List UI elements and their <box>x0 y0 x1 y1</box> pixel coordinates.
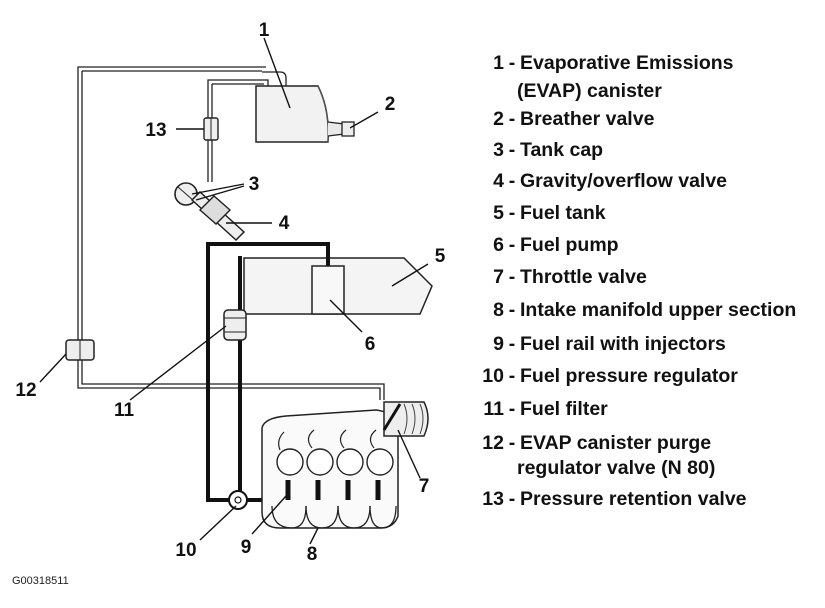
legend-num: 13 <box>482 488 504 510</box>
throttle-valve <box>382 401 429 437</box>
evap-canister <box>255 85 345 143</box>
breather-valve <box>341 121 355 137</box>
callout-10: 10 <box>175 540 196 561</box>
legend-item-1: 1-Evaporative Emissions <box>470 51 734 75</box>
legend-dash: - <box>508 170 516 192</box>
legend-num: 1 <box>493 52 504 74</box>
legend-text: Throttle valve <box>520 266 647 288</box>
purge-regulator-valve <box>65 339 95 361</box>
legend-text: Gravity/overflow valve <box>520 170 728 192</box>
legend-item-3: 3-Tank cap <box>470 138 603 162</box>
legend-num: 10 <box>482 365 504 387</box>
legend-text: Fuel pressure regulator <box>520 365 738 387</box>
legend-num: 5 <box>493 202 504 224</box>
callout-6: 6 <box>365 334 376 355</box>
leader-lines <box>39 37 429 545</box>
legend-item-4: 4-Gravity/overflow valve <box>470 169 727 193</box>
callout-labels: 1 2 3 4 5 6 7 8 9 10 11 12 13 <box>15 20 445 565</box>
legend-text: Fuel pump <box>520 234 619 256</box>
legend-text: Tank cap <box>520 139 604 161</box>
legend-num: 9 <box>493 333 504 355</box>
callout-3: 3 <box>249 174 260 195</box>
legend-num: 12 <box>482 432 504 454</box>
legend-text: Evaporative Emissions <box>520 52 734 74</box>
pressure-retention-valve <box>203 117 219 141</box>
legend-num: 2 <box>493 108 504 130</box>
legend-item-5: 5-Fuel tank <box>470 201 606 225</box>
legend-text: Intake manifold upper section <box>520 299 797 321</box>
legend-dash: - <box>508 432 516 454</box>
legend-text: Pressure retention valve <box>520 488 747 510</box>
legend-dash: - <box>508 108 516 130</box>
legend-dash: - <box>508 266 516 288</box>
legend-num: 3 <box>493 139 504 161</box>
legend-dash: - <box>508 202 516 224</box>
legend-num: 4 <box>493 170 504 192</box>
legend-dash: - <box>508 52 516 74</box>
fuel-rail-injectors <box>285 480 381 500</box>
legend-num: 8 <box>493 299 504 321</box>
callout-9: 9 <box>241 537 252 558</box>
legend-text: Breather valve <box>520 108 655 130</box>
callout-11: 11 <box>114 400 135 421</box>
legend-dash: - <box>508 398 516 420</box>
callout-5: 5 <box>435 246 446 267</box>
legend-dash: - <box>508 234 516 256</box>
legend-dash: - <box>508 139 516 161</box>
legend-text: Fuel rail with injectors <box>520 333 726 355</box>
legend-num: 6 <box>493 234 504 256</box>
legend-item-11: 11-Fuel filter <box>470 397 608 421</box>
legend-item-9: 9-Fuel rail with injectors <box>470 332 726 356</box>
legend-num: 11 <box>483 398 504 420</box>
legend-dash: - <box>508 333 516 355</box>
legend-item-12: 12-EVAP canister purge <box>470 431 711 455</box>
fuel-pump <box>311 265 345 315</box>
legend-item-13: 13-Pressure retention valve <box>470 487 747 511</box>
figure-id: G00318511 <box>12 575 69 587</box>
legend-dash: - <box>508 365 516 387</box>
evap-purge-line <box>77 66 385 400</box>
legend-dash: - <box>508 299 516 321</box>
callout-12: 12 <box>15 380 36 401</box>
callout-4: 4 <box>279 213 290 234</box>
legend-item-12-continued: regulator valve (N 80) <box>517 457 716 479</box>
fuel-filter <box>223 309 247 341</box>
callout-13: 13 <box>145 120 166 141</box>
callout-2: 2 <box>385 94 396 115</box>
legend-item-2: 2-Breather valve <box>470 107 654 131</box>
legend-item-1-continued: (EVAP) canister <box>517 80 662 102</box>
legend-text: Fuel tank <box>520 202 606 224</box>
fuel-pressure-regulator <box>228 490 248 510</box>
callout-7: 7 <box>419 476 430 497</box>
callout-8: 8 <box>307 544 318 565</box>
legend-item-6: 6-Fuel pump <box>470 233 619 257</box>
intake-manifold <box>261 409 399 529</box>
legend-text: EVAP canister purge <box>520 432 712 454</box>
legend-num: 7 <box>493 266 504 288</box>
legend-item-8: 8-Intake manifold upper section <box>470 298 796 322</box>
legend-item-10: 10-Fuel pressure regulator <box>470 364 738 388</box>
gravity-overflow-valve <box>190 190 246 242</box>
legend-item-7: 7-Throttle valve <box>470 265 647 289</box>
legend-text: Fuel filter <box>520 398 608 420</box>
callout-1: 1 <box>259 20 270 41</box>
legend-dash: - <box>508 488 516 510</box>
